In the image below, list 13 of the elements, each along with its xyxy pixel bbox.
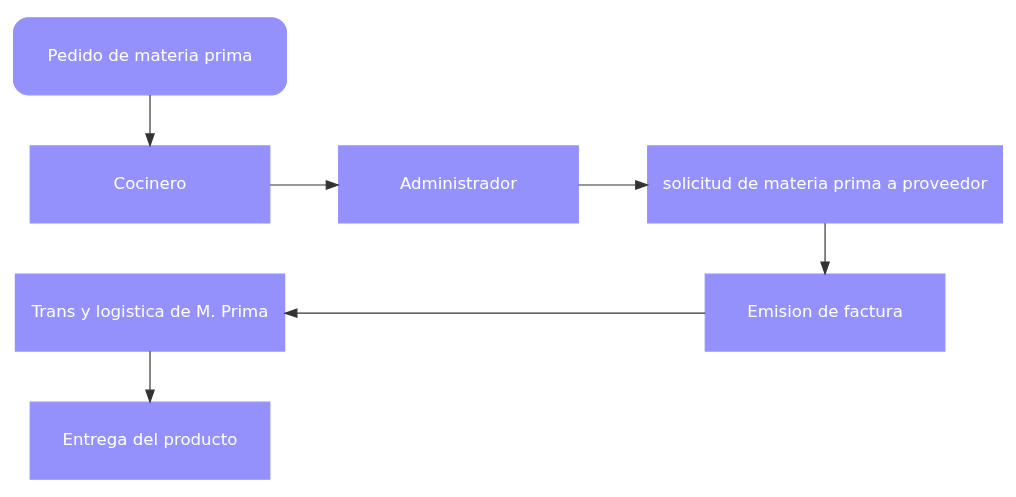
node-box: Emision de factura [704, 273, 946, 352]
node-box: Entrega del producto [29, 401, 271, 480]
arrow [269, 180, 340, 190]
arrow [577, 180, 650, 190]
node-box: Trans y logistica de M. Prima [14, 273, 286, 352]
node-box: Pedido de materia prima [12, 17, 288, 96]
node-box: solicitud de materia prima a proveedor [647, 145, 1004, 224]
arrow [820, 222, 831, 276]
node-box: Administrador [338, 145, 579, 224]
arrow [145, 94, 155, 148]
arrow [145, 350, 155, 404]
node-box: Cocinero [29, 145, 271, 224]
arrow [283, 308, 706, 319]
